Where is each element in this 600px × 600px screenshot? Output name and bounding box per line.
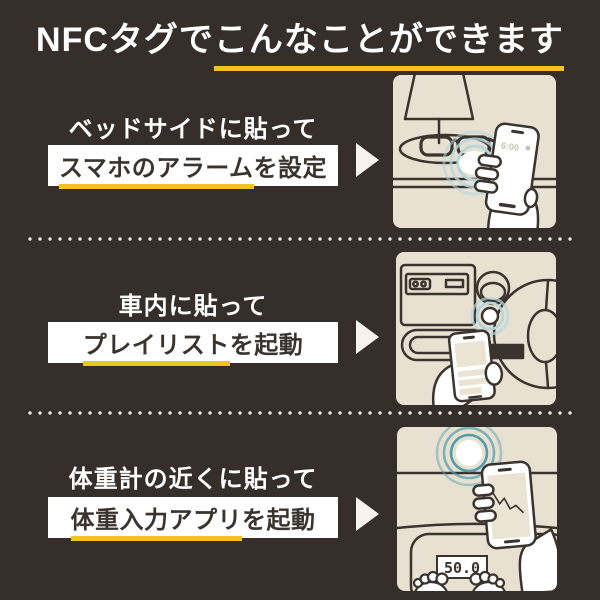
dotted-separator — [25, 237, 575, 241]
car-stereo-icon — [399, 263, 477, 327]
car-playlist-scene — [399, 263, 556, 405]
hand-holding-phone — [431, 329, 504, 405]
car-highlight: プレイリスト — [82, 325, 230, 366]
section-bedside-label: スマホのアラームを設定 — [48, 145, 338, 189]
bedside-highlight: スマホのアラーム — [58, 148, 254, 189]
page-title: NFCタグでこんなことができます — [0, 12, 600, 71]
nfc-tag-icon — [470, 296, 510, 336]
section-bedside-line1: ベッドサイドに貼って — [68, 116, 318, 143]
thumb — [484, 361, 504, 386]
hand-holding-phone — [472, 460, 557, 591]
arrow-right-icon — [356, 497, 379, 531]
alarm-bell-icon — [525, 145, 531, 151]
fingers — [472, 483, 497, 523]
smartphone-icon — [447, 329, 496, 403]
arrow-right-icon — [356, 320, 379, 354]
bedside-alarm-scene: 6:00 — [393, 75, 556, 228]
smartphone-icon — [480, 460, 537, 550]
section-scale-label: 体重入力アプリを起動 — [48, 497, 338, 541]
title-prefix: NFCタグで — [36, 21, 214, 59]
feet-icon — [412, 570, 506, 591]
title-underlined: こんなことができます — [213, 12, 564, 71]
weight-graph-icon — [491, 491, 525, 514]
scale-suffix: を起動 — [242, 507, 316, 534]
fingers — [473, 153, 539, 209]
scale-reading: 50.0 — [444, 559, 480, 577]
scale-display: 50.0 — [436, 555, 488, 579]
bedside-alarm-illustration: 6:00 — [393, 75, 556, 228]
lamp-icon — [403, 75, 475, 145]
section-car-label: プレイリストを起動 — [48, 322, 338, 366]
scale-highlight: 体重入力アプリ — [70, 500, 242, 541]
bedside-suffix: を設定 — [253, 155, 328, 182]
column-panel — [489, 343, 525, 360]
section-car-line1: 車内に貼って — [118, 293, 268, 320]
playlist-app — [454, 340, 489, 396]
section-scale-line1: 体重計の近くに貼って — [68, 466, 318, 493]
car-suffix: を起動 — [229, 332, 304, 359]
hand-holding-phone: 6:00 — [473, 122, 540, 228]
alarm-time: 6:00 — [500, 140, 519, 152]
arrow-right-icon — [356, 143, 379, 177]
dotted-separator — [25, 411, 575, 415]
weight-scale-illustration: 50.0 — [397, 427, 557, 591]
nfc-tag-icon — [435, 427, 503, 487]
smartphone-icon: 6:00 — [484, 122, 540, 216]
car-playlist-illustration — [396, 252, 556, 405]
weight-scale-scene: 50.0 — [397, 427, 557, 591]
